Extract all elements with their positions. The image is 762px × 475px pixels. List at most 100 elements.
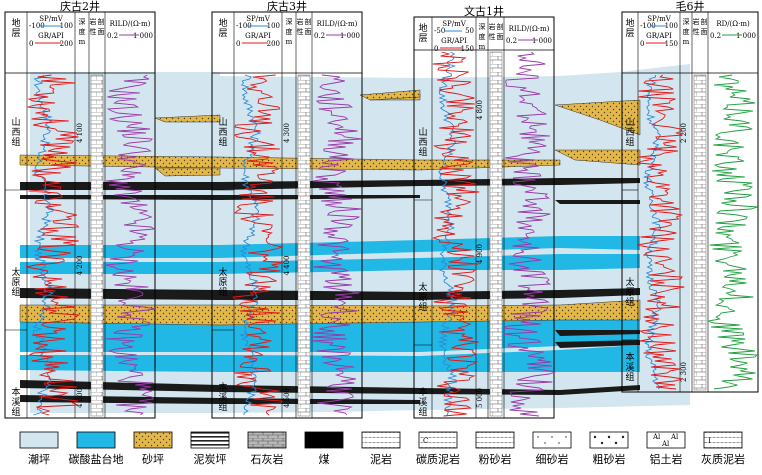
svg-text:地: 地	[625, 17, 634, 29]
legend-item-limestone: 石灰岩	[247, 431, 287, 466]
strata-header: 地层	[625, 17, 634, 39]
svg-text:岩: 岩	[489, 22, 496, 31]
res-label: RILD/(Ω·m)	[110, 20, 151, 28]
svg-text:深: 深	[479, 22, 486, 31]
svg-text:m: m	[479, 43, 486, 51]
svg-text:性: 性	[297, 27, 304, 36]
strata-label-1: 太原组	[418, 281, 427, 313]
svg-text:西: 西	[11, 127, 20, 138]
legend-swatch	[190, 431, 230, 449]
depth-label-1: 4 200	[76, 255, 84, 275]
strata-label-0: 山西组	[418, 127, 427, 158]
gr-curve	[232, 74, 284, 416]
depth-label-1: 4 400	[283, 255, 291, 275]
svg-text:原: 原	[218, 277, 227, 288]
sp-label: SP/mV	[442, 20, 467, 28]
sp-range-max: 100	[665, 22, 678, 30]
gr-label: GR/API	[245, 32, 271, 40]
svg-text:面: 面	[497, 33, 504, 41]
strata-label-1: 太原组	[218, 266, 227, 298]
res-range-max: 1 000	[133, 32, 153, 40]
well-title: 文古1井	[464, 4, 504, 18]
svg-text:度: 度	[286, 27, 293, 36]
lithology-column	[693, 74, 707, 391]
res-range-max: 1 000	[532, 37, 552, 45]
svg-text:m: m	[79, 38, 86, 46]
svg-text:本: 本	[218, 381, 227, 393]
sp-label: SP/mV	[647, 15, 672, 23]
depth-label-0: 4 100	[76, 123, 84, 143]
sp-range-max: 100	[60, 22, 73, 30]
svg-text:组: 组	[418, 146, 427, 158]
legend-dot	[537, 436, 539, 438]
legend-label: 粗砂岩	[593, 452, 626, 466]
legend-mark: C	[423, 437, 428, 445]
svg-text:度: 度	[79, 27, 86, 36]
sp-range-min: -100	[29, 22, 45, 30]
svg-text:本: 本	[11, 386, 20, 398]
legend-item-sand-flat: 砂坪	[133, 431, 173, 466]
gr-range-max: 200	[267, 40, 280, 48]
strata-label-1: 太原组	[625, 276, 634, 308]
legend-item-mudstone: 泥岩	[361, 431, 401, 466]
legend-dot	[558, 442, 560, 444]
legend-dot	[593, 435, 597, 439]
depth-label-0: 4 300	[283, 123, 291, 143]
legend-dot	[621, 435, 625, 439]
gr-range-max: 200	[60, 40, 73, 48]
legend-mark: I	[708, 437, 711, 445]
res-range-max: 1 000	[736, 32, 756, 40]
svg-text:度: 度	[479, 32, 486, 41]
svg-text:岩: 岩	[297, 17, 304, 26]
strata-label-0: 山西组	[11, 117, 20, 148]
well-title: 庆古2井	[60, 0, 100, 13]
legend-dot	[551, 436, 553, 438]
legend-swatch	[133, 431, 173, 449]
depth-header: 深度m	[286, 17, 293, 46]
svg-text:组: 组	[11, 406, 20, 418]
svg-text:西: 西	[625, 127, 634, 138]
depth-header: 深度m	[79, 17, 86, 46]
svg-text:组: 组	[625, 371, 634, 383]
legend-swatch	[703, 431, 743, 449]
svg-text:地: 地	[11, 17, 20, 29]
svg-text:本: 本	[625, 351, 634, 363]
svg-text:山: 山	[218, 117, 227, 128]
legend-al: Al	[670, 433, 679, 441]
strata-label-0: 山西组	[218, 117, 227, 148]
svg-text:组: 组	[218, 136, 227, 148]
svg-text:原: 原	[625, 287, 634, 298]
svg-text:太: 太	[11, 266, 20, 278]
legend-item-coarse-sandstone: 粗砂岩	[589, 431, 629, 466]
legend-label: 碳酸盐台地	[69, 452, 124, 466]
legend-item-coal: 煤	[304, 431, 344, 466]
svg-text:原: 原	[11, 277, 20, 288]
gr-label: GR/API	[38, 32, 64, 40]
sp-range-min: -50	[434, 27, 445, 35]
res-label: RD/(Ω·m)	[716, 20, 750, 28]
svg-text:性: 性	[90, 27, 97, 36]
gr-curve	[431, 51, 480, 417]
gr-label: GR/API	[646, 32, 672, 40]
legend-item-siltstone: 粉砂岩	[475, 431, 515, 466]
legend-swatch	[646, 431, 686, 449]
gr-curve	[25, 74, 81, 416]
depth-label-0: 4 800	[476, 100, 484, 120]
svg-text:面: 面	[701, 28, 708, 36]
legend-label: 碳质泥岩	[416, 452, 460, 466]
svg-text:m: m	[286, 38, 293, 46]
svg-text:组: 组	[625, 136, 634, 148]
gr-range-min: 0	[640, 40, 644, 48]
svg-text:溪: 溪	[218, 391, 227, 403]
res-range-min: 0.2	[710, 32, 721, 40]
legend-label: 煤	[319, 453, 330, 466]
svg-text:西: 西	[218, 127, 227, 138]
legend-swatch	[76, 431, 116, 449]
depth-header: 深度m	[683, 17, 690, 46]
gr-range-min: 0	[236, 40, 240, 48]
svg-text:溪: 溪	[418, 396, 427, 408]
strata-label-2: 本溪组	[11, 386, 20, 418]
depth-label-2: 5 000	[476, 388, 484, 408]
